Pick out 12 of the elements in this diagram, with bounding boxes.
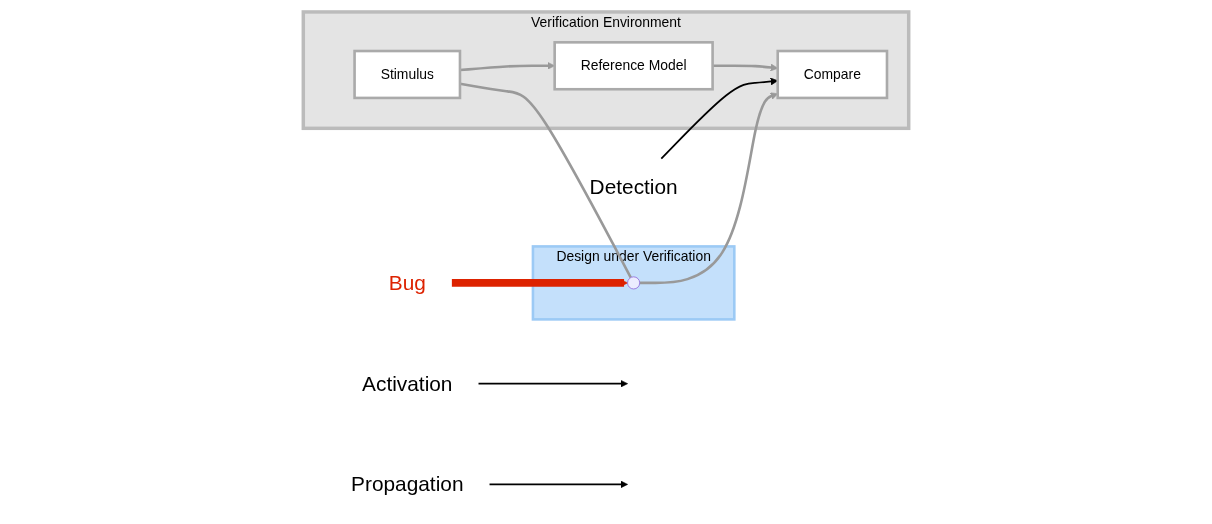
arrow xyxy=(459,61,555,71)
process-box: Compare xyxy=(776,49,889,99)
leader-arrow xyxy=(488,480,628,488)
callout-label: Propagation xyxy=(351,471,464,496)
arrow xyxy=(451,278,628,287)
process-box: Stimulus xyxy=(353,49,462,99)
callout-label: Activation xyxy=(362,371,453,395)
process-box: Reference Model xyxy=(553,40,714,91)
callout-label: Detection xyxy=(589,174,678,199)
bug-marker-dot xyxy=(627,275,641,289)
bug-label: Bug xyxy=(388,270,426,294)
leader-arrow xyxy=(477,379,628,387)
